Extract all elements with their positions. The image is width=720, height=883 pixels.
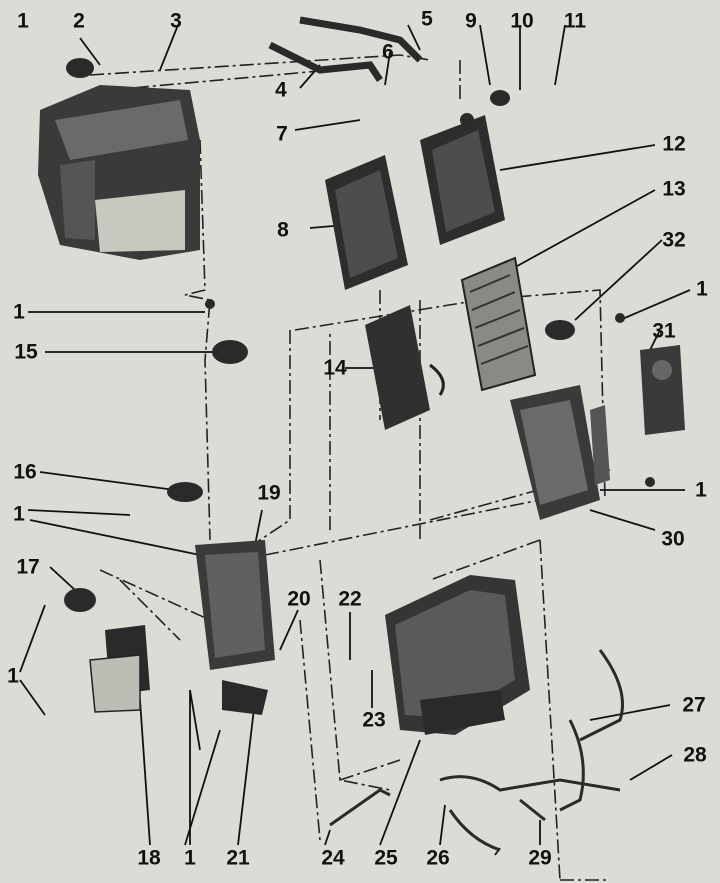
filter-part xyxy=(460,256,537,392)
callout-21: 21 xyxy=(226,846,250,870)
callout-20: 20 xyxy=(287,587,311,611)
callout-26: 26 xyxy=(426,846,450,870)
callout-6: 6 xyxy=(382,40,394,64)
callout-1-d: 1 xyxy=(695,478,707,502)
main-heater-unit-part xyxy=(385,575,530,735)
callout-22: 22 xyxy=(338,587,362,611)
callout-29: 29 xyxy=(528,846,552,870)
small-components-part xyxy=(64,58,655,612)
pipes-part xyxy=(268,16,423,82)
callout-17: 17 xyxy=(16,555,40,579)
callout-1-a: 1 xyxy=(17,9,29,33)
leader-lines xyxy=(19,24,691,856)
centerlines xyxy=(89,54,611,881)
callout-18: 18 xyxy=(137,846,161,870)
callout-19: 19 xyxy=(257,481,281,505)
evaporator-core-part xyxy=(325,155,408,290)
callout-16: 16 xyxy=(13,460,37,484)
callout-5: 5 xyxy=(421,7,433,31)
heater-core-part xyxy=(420,113,505,245)
callout-1-c: 1 xyxy=(13,300,25,324)
callout-12: 12 xyxy=(662,132,686,156)
ptc-heater-part xyxy=(365,305,445,430)
air-distribution-box-part xyxy=(510,385,610,520)
callout-13: 13 xyxy=(662,177,686,201)
blower-housing-part xyxy=(38,85,200,260)
callout-4: 4 xyxy=(275,78,287,102)
callout-27: 27 xyxy=(682,693,706,717)
callout-23: 23 xyxy=(362,708,386,732)
callout-1-g: 1 xyxy=(184,846,196,870)
callout-8: 8 xyxy=(277,218,289,242)
callout-7: 7 xyxy=(276,122,288,146)
housing-lower-part xyxy=(195,540,275,715)
callout-31: 31 xyxy=(652,319,676,343)
callout-9: 9 xyxy=(465,9,477,33)
callout-1-b: 1 xyxy=(696,277,708,301)
wiring-harness-part xyxy=(329,649,624,852)
callout-3: 3 xyxy=(170,9,182,33)
callout-28: 28 xyxy=(683,743,707,767)
callout-25: 25 xyxy=(374,846,398,870)
servomotor-18-part xyxy=(89,625,150,713)
callout-1-e: 1 xyxy=(13,502,25,526)
callout-15: 15 xyxy=(14,340,38,364)
servomotor-31-part xyxy=(640,345,685,435)
callout-24: 24 xyxy=(321,846,345,870)
callout-32: 32 xyxy=(662,228,686,252)
callout-30: 30 xyxy=(661,527,685,551)
callout-14: 14 xyxy=(323,356,347,380)
callout-2: 2 xyxy=(73,9,85,33)
callout-11: 11 xyxy=(563,9,587,33)
callout-1-f: 1 xyxy=(7,664,19,688)
callout-10: 10 xyxy=(510,9,534,33)
